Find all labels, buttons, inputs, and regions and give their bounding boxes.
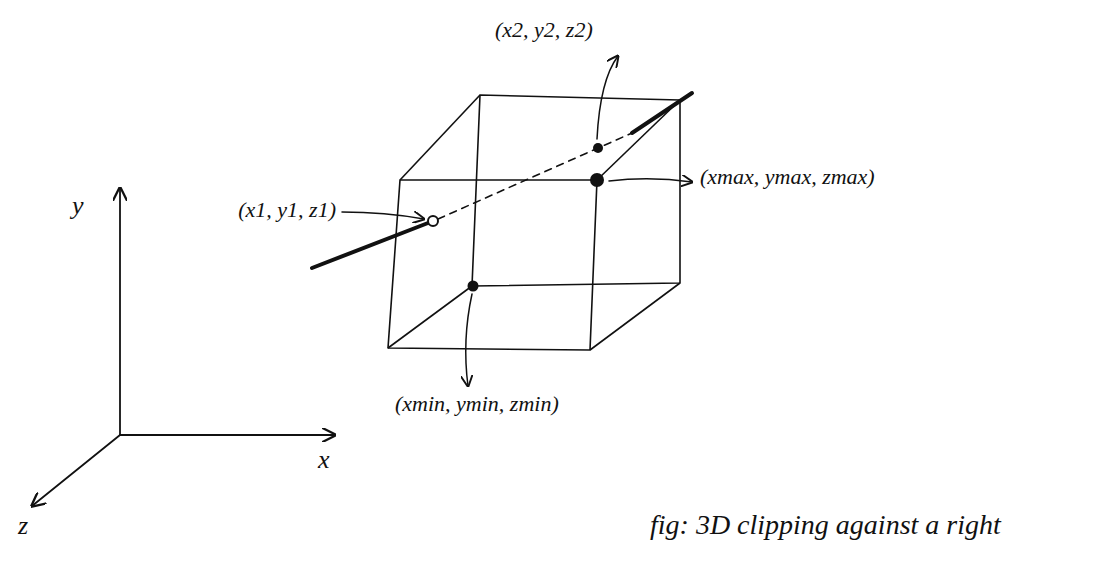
box-edge bbox=[388, 286, 472, 348]
line-outside bbox=[312, 223, 428, 268]
box-front-face bbox=[388, 180, 597, 350]
box-edge bbox=[400, 95, 480, 180]
leader-lines bbox=[342, 56, 692, 386]
corner-label: (xmax, ymax, zmax) bbox=[700, 165, 875, 189]
axis-label: x bbox=[318, 446, 330, 475]
leader-line bbox=[609, 179, 692, 182]
corner-label: (xmin, ymin, zmin) bbox=[395, 392, 559, 416]
leader-line bbox=[342, 212, 424, 219]
point-label: (x1, y1, z1) bbox=[238, 198, 336, 222]
leader-line bbox=[466, 294, 472, 386]
axis-label: y bbox=[72, 192, 84, 221]
endpoint-marker bbox=[593, 143, 603, 153]
box-edge bbox=[590, 283, 680, 350]
point-label: (x2, y2, z2) bbox=[495, 18, 593, 42]
x-axis bbox=[120, 434, 335, 436]
clipped-line bbox=[312, 93, 692, 268]
corner-marker bbox=[468, 281, 479, 292]
axes bbox=[32, 188, 335, 506]
z-axis bbox=[32, 435, 120, 506]
corner-marker bbox=[590, 173, 604, 187]
line-outside bbox=[632, 93, 692, 133]
y-axis bbox=[119, 188, 121, 435]
line-inside-dashed bbox=[438, 133, 632, 219]
box-edge bbox=[597, 100, 680, 180]
endpoint-marker bbox=[428, 216, 438, 226]
leader-line bbox=[597, 56, 618, 139]
clip-box bbox=[388, 95, 680, 350]
figure-caption: fig: 3D clipping against a right bbox=[650, 510, 1001, 541]
axis-label: z bbox=[18, 512, 28, 541]
